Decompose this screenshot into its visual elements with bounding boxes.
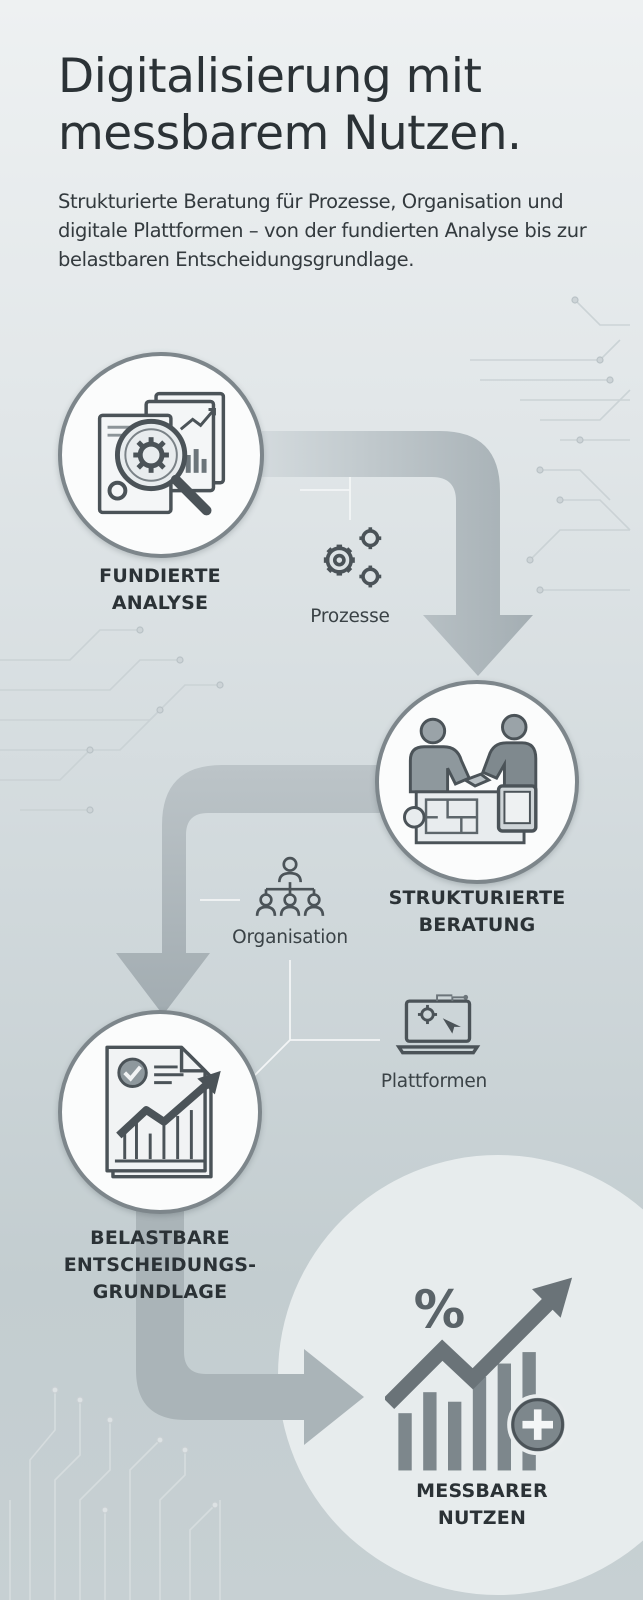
report-chart-icon <box>105 1045 221 1179</box>
step-label-beratung: STRUKTURIERTE BERATUNG <box>375 885 579 939</box>
handshake-icon <box>403 713 538 845</box>
step-2-line-1: STRUKTURIERTE <box>388 887 566 909</box>
flow-arrow-2 <box>116 765 380 1015</box>
title-line-2: messbarem Nutzen. <box>58 106 522 161</box>
step-label-analyse: FUNDIERTE ANALYSE <box>60 563 260 617</box>
flow-arrow-1 <box>262 431 533 676</box>
gears-icon <box>323 527 382 588</box>
step-1-line-2: ANALYSE <box>111 592 209 614</box>
circuit-lines-top-right <box>470 299 631 591</box>
step-4-line-2: NUTZEN <box>437 1507 527 1529</box>
page-subtitle: Strukturierte Beratung für Prozesse, Org… <box>58 190 587 271</box>
step-3-line-3: GRUNDLAGE <box>92 1281 228 1303</box>
analysis-magnifier-icon <box>97 391 226 516</box>
svg-text:%: % <box>414 1280 466 1340</box>
step-3-line-1: BELASTBARE <box>90 1227 230 1249</box>
entscheidung-circle <box>58 1010 262 1214</box>
step-2-line-2: BERATUNG <box>418 914 536 936</box>
org-chart-icon <box>255 856 325 916</box>
topic-label-plattformen: Plattformen <box>380 1071 488 1092</box>
growth-percent-icon: % <box>385 1277 573 1471</box>
circuit-lines-bottom-left <box>9 1390 221 1600</box>
step-3-line-2: ENTSCHEIDUNGS- <box>63 1254 257 1276</box>
title-line-1: Digitalisierung mit <box>58 49 482 104</box>
step-label-nutzen: MESSBARER NUTZEN <box>382 1478 582 1532</box>
step-1-line-1: FUNDIERTE <box>99 565 221 587</box>
laptop-icon <box>395 994 481 1055</box>
flow-arrow-3 <box>136 1200 364 1445</box>
step-label-entscheidung: BELASTBARE ENTSCHEIDUNGS- GRUNDLAGE <box>40 1225 280 1306</box>
topic-label-prozesse: Prozesse <box>310 606 390 627</box>
topic-label-organisation: Organisation <box>232 927 348 948</box>
step-4-line-1: MESSBARER <box>416 1480 548 1502</box>
beratung-circle <box>375 680 579 884</box>
page-title: Digitalisierung mit messbarem Nutzen. <box>58 48 618 162</box>
circuit-lines-left <box>0 629 220 811</box>
analysis-circle <box>58 352 264 558</box>
